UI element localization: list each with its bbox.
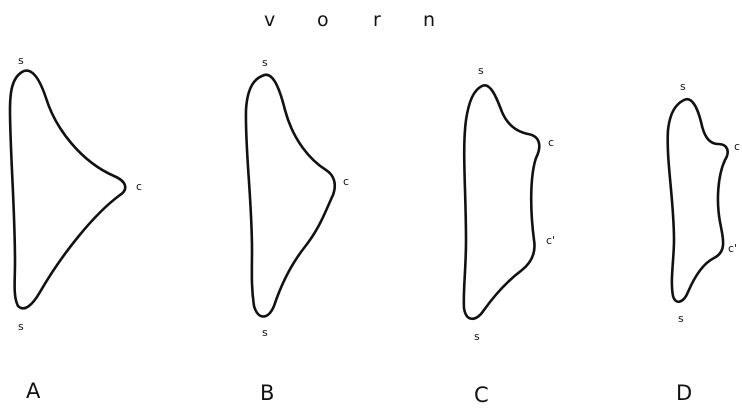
figure-a-label-bottom-s: s [18, 320, 24, 333]
figure-c: s c c' s C [462, 64, 555, 407]
figure-d: s c c' s D [666, 80, 740, 405]
figure-c-label-bottom-s: s [474, 330, 480, 343]
header-letter-o: o [317, 9, 329, 31]
figure-b: s c s B [244, 56, 349, 405]
header-letter-v: v [264, 9, 275, 31]
figure-c-outline [462, 84, 541, 321]
figure-a-label-c: c [136, 180, 142, 193]
figure-d-label-bottom-s: s [678, 312, 684, 325]
figure-b-label-top-s: s [262, 56, 268, 69]
figure-c-label-c-prime: c' [546, 234, 555, 247]
figure-d-label-top-s: s [680, 80, 686, 93]
header: v o r n [264, 9, 435, 31]
figure-d-letter: D [676, 381, 692, 405]
figure-b-outline [244, 73, 337, 318]
figure-b-letter: B [260, 381, 274, 405]
figure-c-label-c: c [548, 136, 554, 149]
figure-a: s c s A [8, 54, 142, 403]
figure-a-label-top-s: s [18, 54, 24, 67]
figure-b-label-bottom-s: s [262, 326, 268, 339]
figure-d-label-c: c [734, 140, 740, 153]
figure-d-outline [666, 97, 729, 304]
figure-a-letter: A [26, 379, 41, 403]
header-letter-n: n [423, 9, 435, 31]
figure-c-label-top-s: s [478, 64, 484, 77]
figure-c-letter: C [474, 383, 489, 407]
header-letter-r: r [373, 9, 381, 31]
figure-b-label-c: c [343, 175, 349, 188]
figure-a-outline [8, 69, 127, 310]
figure-d-label-c-prime: c' [728, 242, 737, 255]
